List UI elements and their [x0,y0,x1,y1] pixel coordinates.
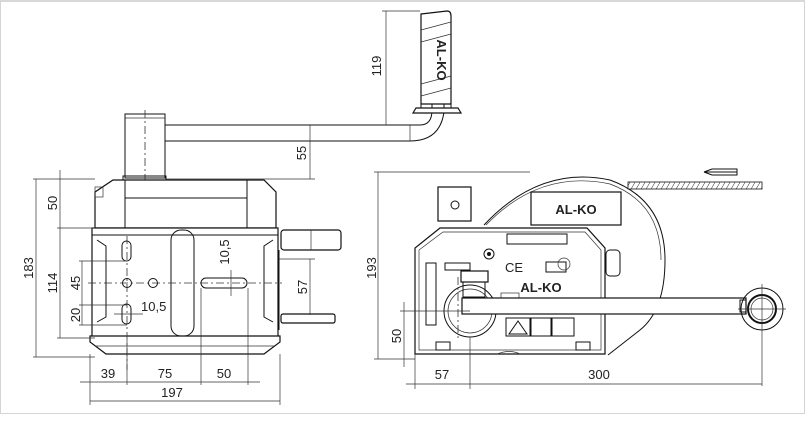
dim-bracket-height: 57 [295,280,310,294]
side-housing [414,227,606,355]
dim-hole-spacing: 45 [68,276,83,290]
dim-top-housing-height: 50 [45,196,60,210]
warning-icon [508,320,528,335]
hand-hazard-icon [530,317,552,337]
side-dimensions: 193 50 57 300 [364,171,762,389]
dim-crank-length: 300 [588,367,610,382]
dim-base-right: 50 [217,366,231,381]
dim-crank-axis-height: 50 [389,329,404,343]
top-housing [94,179,277,229]
crank-grip: AL-KO [411,10,463,114]
dim-hole-offset: 20 [68,308,83,322]
pull-direction-arrow [703,168,738,176]
dim-side-total-height: 193 [364,257,379,279]
dim-left-offset: 57 [435,367,449,382]
front-view: AL-KO 119 [21,10,463,405]
grip-brand-label: AL-KO [434,39,449,80]
dim-total-height: 183 [21,257,36,279]
crank-arm-side [461,297,747,315]
rope [627,181,763,190]
dim-base-total: 197 [161,385,183,400]
ce-mark: CE [505,260,523,275]
dim-base-left: 39 [101,366,115,381]
dim-slot-width-horizontal: 10,5 [141,299,166,314]
dim-crank-grip-height: 119 [369,56,384,77]
side-view: AL-KO CE AL-KO [364,168,786,389]
dim-crank-arm-offset: 55 [294,146,309,160]
dim-base-height: 114 [45,273,60,294]
dim-base-mid: 75 [158,366,172,381]
ratchet-symbol [545,261,567,273]
manual-icon [551,317,575,337]
bolt-head [483,248,495,260]
dim-slot-width-vertical: 10,5 [217,239,232,264]
drum-label-plate [530,191,622,226]
side-bracket-bottom [280,313,336,324]
housing-brand-label: AL-KO [520,280,561,295]
front-dimensions: 119 55 183 50 114 45 20 [21,10,420,405]
base-plate [89,335,281,355]
drum-brand-label: AL-KO [555,202,596,217]
